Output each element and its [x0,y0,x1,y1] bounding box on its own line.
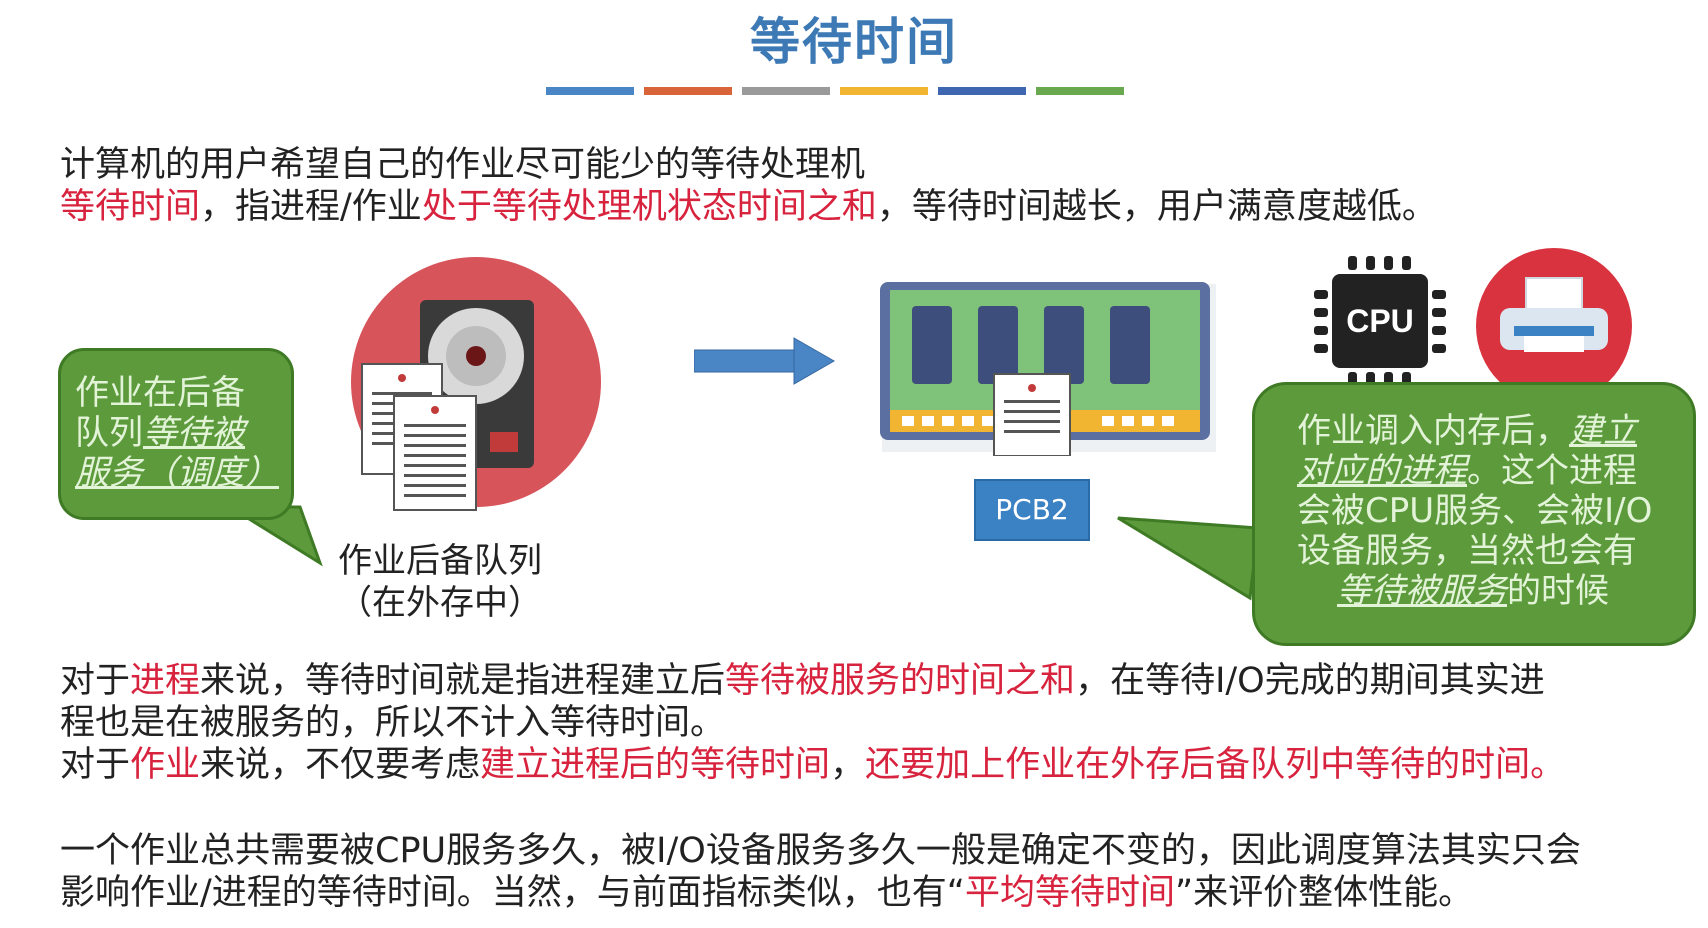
para-emphasis: 等待被服务的时间之和 [725,661,1076,701]
para-emphasis: 还要加上作业在外存后备队列中等待的时间。 [865,745,1566,785]
para-text: ”来评价整体性能。 [1174,873,1474,913]
intro-text: ，等待时间越长，用户满意度越低。 [876,187,1437,227]
bubble-emphasis: 服务（调度） [75,453,279,493]
para-text: ， [830,745,866,785]
hard-disk-illustration [351,257,601,511]
left-speech-bubble: 作业在后备 队列等待被 服务（调度） [58,348,294,520]
title-bar-1 [546,87,634,95]
page-title: 等待时间 [750,13,958,71]
cpu-label: CPU [1346,303,1414,339]
bubble-line: 会被CPU服务、会被I/O [1297,491,1653,531]
queue-label-line-2: （在外存中） [338,583,542,623]
right-bubble-tail [1117,516,1260,601]
memory-module-illustration [880,282,1216,456]
para-text: 对于 [60,661,131,701]
para-text: 来说，不仅要考虑 [200,745,481,785]
definition-emphasis: 处于等待处理机状态时间之和 [421,187,877,227]
para1-line-2: 程也是在被服务的，所以不计入等待时间。 [60,703,726,743]
title-bar-6 [1036,87,1124,95]
term-waiting-time: 等待时间 [60,187,201,227]
para2-line-2: 影响作业/进程的等待时间。当然，与前面指标类似，也有“平均等待时间”来评价整体性… [60,872,1473,914]
bubble-text: 。这个进程 [1467,451,1637,491]
bubble-text: 作业调入内存后， [1297,411,1569,451]
para-emphasis: 建立进程后的等待时间 [480,745,831,785]
bubble-line: 队列等待被 [75,413,291,453]
bubble-line: 作业调入内存后，建立 [1297,411,1693,451]
para-text: 影响作业/进程的等待时间。当然，与前面指标类似，也有“ [60,873,965,913]
printer-icon [1476,248,1632,404]
cpu-chip-icon: CPU [1314,256,1446,386]
title-bar-5 [938,87,1026,95]
para-emphasis: 平均等待时间 [964,873,1175,913]
title-bar-4 [840,87,928,95]
bubble-emphasis: 等待被服务 [1337,571,1507,611]
queue-label-line-1: 作业后备队列 [338,541,542,581]
para2-line-1: 一个作业总共需要被CPU服务多久，被I/O设备服务多久一般是确定不变的，因此调度… [60,831,1581,871]
bubble-text: 队列 [75,413,143,453]
para1-line-1: 对于进程来说，等待时间就是指进程建立后等待被服务的时间之和，在等待I/O完成的期… [60,660,1545,702]
para-emphasis: 进程 [130,661,201,701]
bubble-line: 等待被服务的时候 [1297,571,1693,611]
bubble-emphasis: 等待被 [143,413,245,453]
document-icon [393,395,477,511]
intro-text: ，指进程/作业 [200,187,422,227]
right-speech-bubble: 作业调入内存后，建立 对应的进程。这个进程 会被CPU服务、会被I/O 设备服务… [1252,382,1696,646]
para1-line-3: 对于作业来说，不仅要考虑建立进程后的等待时间，还要加上作业在外存后备队列中等待的… [60,744,1565,786]
bubble-emphasis: 对应的进程 [1297,451,1467,491]
para-text: ，在等待I/O完成的期间其实进 [1075,661,1545,701]
bubble-line: 作业在后备 [75,373,245,413]
bubble-text: 的时候 [1507,571,1609,611]
intro-line-1: 计算机的用户希望自己的作业尽可能少的等待处理机 [60,145,866,185]
title-bar-3 [742,87,830,95]
bubble-emphasis: 建立 [1569,411,1637,451]
title-bar-2 [644,87,732,95]
para-text: 来说，等待时间就是指进程建立后 [200,661,726,701]
queue-label: 作业后备队列 （在外存中） [310,540,570,624]
intro-line-2: 等待时间，指进程/作业处于等待处理机状态时间之和，等待时间越长，用户满意度越低。 [60,186,1437,228]
bubble-line: 设备服务，当然也会有 [1297,531,1637,571]
pcb-label: PCB2 [974,479,1090,541]
para-text: 对于 [60,745,131,785]
document-icon [993,373,1071,456]
bubble-line: 对应的进程。这个进程 [1297,451,1693,491]
right-arrow-icon [694,337,836,385]
para-emphasis: 作业 [130,745,201,785]
